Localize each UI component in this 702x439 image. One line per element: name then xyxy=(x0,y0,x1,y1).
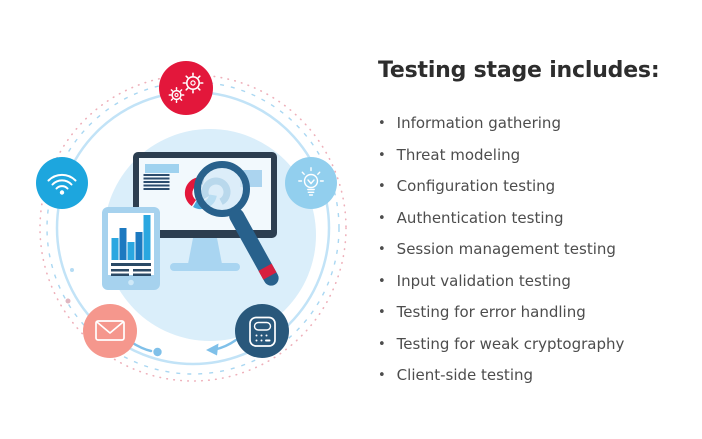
bar-chart-graphic xyxy=(111,215,151,260)
dot-connector xyxy=(129,340,162,357)
list-item-label: Threat modeling xyxy=(396,145,521,164)
monitor-stand xyxy=(188,238,222,264)
list-item-label: Testing for error handling xyxy=(396,303,586,321)
list-item: • Threat modeling xyxy=(378,147,688,165)
wifi-icon xyxy=(36,157,88,209)
gears-icon xyxy=(159,61,213,115)
list-item: • Input validation testing xyxy=(378,273,688,291)
tablet-graphic xyxy=(102,207,160,290)
screen-text-lines xyxy=(143,174,170,190)
list-item-label: Session management testing xyxy=(396,240,616,258)
list-item: • Client-side testing xyxy=(378,367,688,385)
bullet-icon: • xyxy=(378,210,386,226)
screen-header-chip xyxy=(145,164,179,173)
testing-illustration xyxy=(36,61,347,382)
list-item-label: Input validation testing xyxy=(396,271,571,290)
bullet-icon: • xyxy=(378,147,386,163)
content-panel: Testing stage includes: • Information gat… xyxy=(378,58,688,399)
bullet-icon: • xyxy=(378,116,386,131)
decor-dot-blue xyxy=(70,268,74,272)
page-title: Testing stage includes: xyxy=(378,58,660,83)
bullet-icon: • xyxy=(378,305,386,320)
list-item: • Testing for error handling xyxy=(378,304,688,322)
decor-dot-pink xyxy=(65,298,71,304)
envelope-icon xyxy=(83,304,137,358)
list-item-label: Client-side testing xyxy=(396,366,534,384)
list-item: • Information gathering xyxy=(378,115,688,133)
arrow-connector xyxy=(206,338,238,356)
list-item: • Configuration testing xyxy=(378,178,688,196)
list-item: • Testing for weak cryptography xyxy=(378,336,688,354)
tablet-home-button xyxy=(128,279,134,286)
bullet-icon: • xyxy=(378,179,386,194)
tablet-text-lines xyxy=(111,263,151,276)
magnifier-icon xyxy=(194,161,279,286)
list-item-label: Configuration testing xyxy=(396,177,556,195)
list-item-label: Authentication testing xyxy=(396,208,564,227)
lightbulb-icon xyxy=(285,157,337,209)
testing-stages-list: •Information gathering •Threat modeling … xyxy=(378,115,688,385)
list-item: • Authentication testing xyxy=(378,210,688,228)
list-item-label: Testing for weak cryptography xyxy=(396,334,625,353)
bullet-icon: • xyxy=(378,273,386,289)
bullet-icon: • xyxy=(378,336,386,352)
list-item-label: Information gathering xyxy=(396,114,561,132)
bullet-icon: • xyxy=(378,368,386,383)
list-item: • Session management testing xyxy=(378,241,688,259)
calculator-icon xyxy=(235,304,289,358)
monitor-base xyxy=(170,263,240,271)
bullet-icon: • xyxy=(378,242,386,257)
